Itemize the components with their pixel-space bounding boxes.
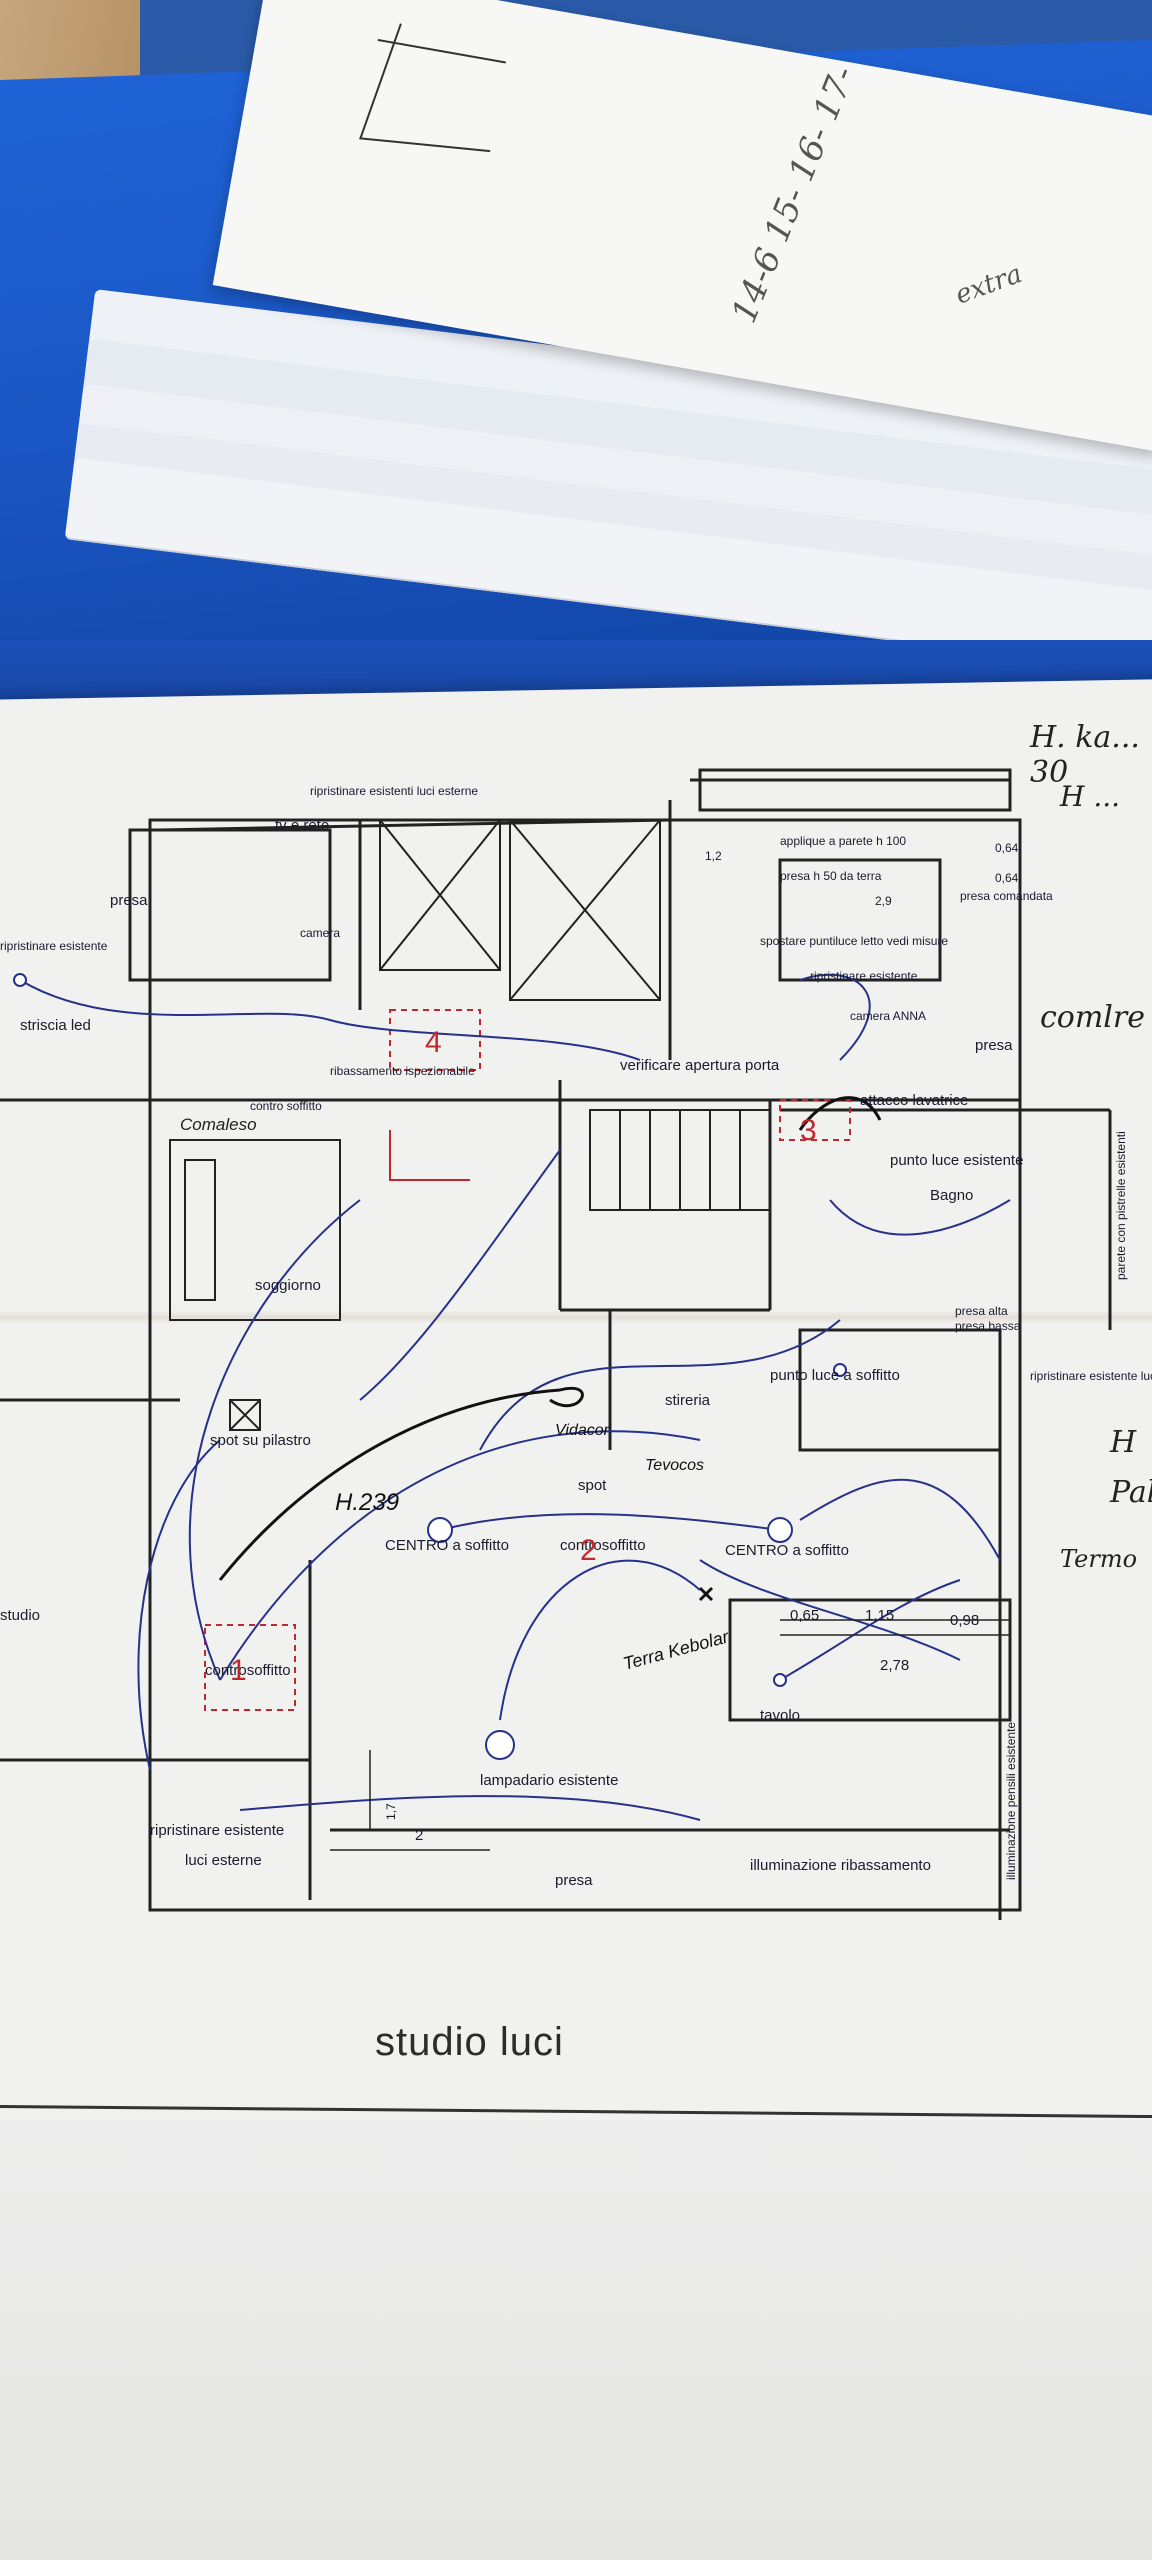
label-spot-pilastro: spot su pilastro bbox=[210, 1432, 311, 1449]
label-lampadario: lampadario esistente bbox=[480, 1772, 618, 1789]
label-illuminazione-ribassamento: illuminazione ribassamento bbox=[750, 1857, 931, 1874]
plan-title: studio luci bbox=[375, 2020, 564, 2064]
label-spostare-puntiluce: spostare puntiluce letto vedi misure bbox=[760, 934, 948, 948]
dimension-0-64-a: 0,64 bbox=[995, 841, 1019, 855]
label-controsoffitto-top: contro soffitto bbox=[250, 1099, 322, 1113]
dimension-1-15: 1,15 bbox=[865, 1607, 894, 1624]
label-punto-luce-soffitto: punto luce a soffitto bbox=[770, 1367, 900, 1384]
label-striscia-led-left: striscia led bbox=[20, 1017, 91, 1034]
label-attacco-lavatrice: attacco lavatrice bbox=[860, 1092, 968, 1109]
label-presa-h50: presa h 50 da terra bbox=[780, 869, 882, 883]
dimension-0-64-b: 0,64 bbox=[995, 871, 1019, 885]
right-scribble-note: comlre bbox=[1040, 1000, 1145, 1035]
label-ripristinare-bottom: ripristinare esistente bbox=[150, 1822, 284, 1839]
label-studio: studio bbox=[0, 1607, 40, 1624]
room-camera-anna: camera ANNA bbox=[850, 1009, 926, 1023]
right-lower-note-1: H bbox=[1110, 1425, 1137, 1460]
right-margin-note-1: H. ka... 30 bbox=[1030, 720, 1140, 790]
note-comaleso: Comaleso bbox=[180, 1115, 257, 1134]
dimension-1-2: 1,2 bbox=[705, 849, 722, 863]
dimension-2-78: 2,78 bbox=[880, 1657, 909, 1674]
label-presa-bassa: presa bassa bbox=[955, 1319, 1021, 1333]
label-ripristinare-luci-esterne-right: ripristinare esistente luci esterne bbox=[1030, 1369, 1152, 1383]
label-controsoffitto-1: controsoffitto bbox=[205, 1662, 291, 1679]
note-vidacor: Vidacor bbox=[555, 1422, 610, 1439]
handwritten-top-sheet: 14-6 15- 16- 17- extra bbox=[212, 0, 1152, 452]
note-tevocos: Tevocos bbox=[645, 1457, 704, 1474]
label-applique: applique a parete h 100 bbox=[780, 834, 906, 848]
label-presa-bottom: presa bbox=[555, 1872, 593, 1889]
label-ripristinare-top: ripristinare esistenti luci esterne bbox=[310, 784, 478, 798]
label-tv-rete: tv e rete bbox=[275, 817, 329, 834]
room-soggiorno: soggiorno bbox=[255, 1277, 321, 1294]
dimension-2-9: 2,9 bbox=[875, 894, 892, 908]
dimension-1-7: 1,7 bbox=[384, 1803, 398, 1820]
label-verificare-porta: verificare apertura porta bbox=[620, 1057, 780, 1074]
label-luci-esterne-bottom: luci esterne bbox=[185, 1852, 262, 1869]
label-centro-soffitto-2: CENTRO a soffitto bbox=[725, 1542, 849, 1559]
label-centro-soffitto-1: CENTRO a soffitto bbox=[385, 1537, 509, 1554]
plan-sheet-lower bbox=[0, 2120, 1152, 2560]
zone-number-2: 2 bbox=[580, 1534, 597, 1567]
zone-number-1: 1 bbox=[230, 1654, 247, 1687]
label-ripristinare-left: ripristinare esistente bbox=[0, 939, 108, 953]
label-presa-alta: presa alta bbox=[955, 1304, 1008, 1318]
room-camera: camera bbox=[300, 926, 340, 940]
right-lower-note-2: Pal bbox=[1110, 1475, 1152, 1510]
zone-number-4: 4 bbox=[425, 1026, 442, 1059]
label-controsoffitto-2: controsoffitto bbox=[560, 1537, 646, 1554]
label-ripristinare-esistente-1: ripristinare esistente bbox=[810, 969, 918, 983]
right-lower-note-3: Termo bbox=[1060, 1545, 1138, 1573]
right-margin-note-2: H ... bbox=[1060, 780, 1121, 813]
label-presa-comandata-top: presa comandata bbox=[960, 889, 1053, 903]
note-terra-kebolar: Terra Kebolar bbox=[621, 1626, 732, 1674]
room-stireria: stireria bbox=[665, 1392, 711, 1409]
label-spot: spot bbox=[578, 1477, 607, 1494]
label-parete-pistrelle: parete con pistrelle esistenti bbox=[1114, 1131, 1128, 1280]
dimension-0-98: 0,98 bbox=[950, 1612, 979, 1629]
label-presa-anna: presa bbox=[975, 1037, 1013, 1054]
label-ribassamento: ribassamento ispezionabile bbox=[330, 1064, 475, 1078]
label-punto-luce-esistente: punto luce esistente bbox=[890, 1152, 1023, 1169]
label-illuminazione-pensili: illuminazione pensili esistente bbox=[1004, 1722, 1018, 1880]
top-sheet-sketch bbox=[359, 23, 506, 153]
note-h239: H.239 bbox=[335, 1489, 399, 1516]
dimension-2: 2 bbox=[415, 1827, 423, 1844]
room-bagno: Bagno bbox=[930, 1187, 973, 1204]
dimension-0-65: 0,65 bbox=[790, 1607, 819, 1624]
label-presa-camera: presa bbox=[110, 892, 148, 909]
room-tavolo: tavolo bbox=[760, 1707, 800, 1724]
zone-number-3: 3 bbox=[800, 1114, 817, 1147]
